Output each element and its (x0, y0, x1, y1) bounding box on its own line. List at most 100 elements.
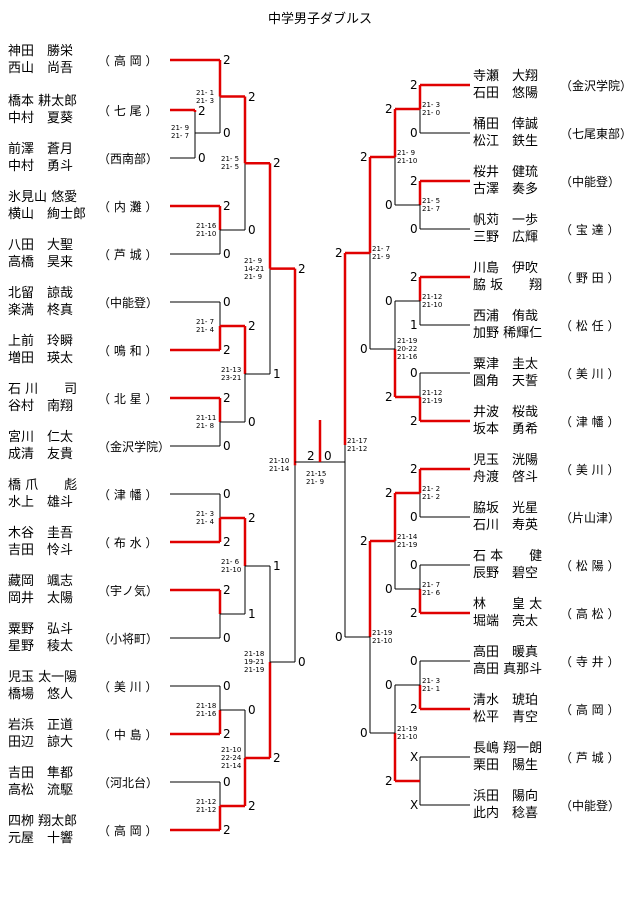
player-name: 堀端 亮太 (473, 614, 539, 629)
player-name: 坂本 勇希 (473, 422, 539, 437)
match-result: 2 (223, 53, 231, 67)
game-scores: 21- 9 21-10 (397, 149, 418, 165)
game-scores: 21- 5 21- 7 (422, 197, 441, 213)
page-title: 中学男子ダブルス (267, 12, 372, 27)
match-result: 2 (248, 89, 256, 104)
game-scores: 21-12 21-12 (196, 798, 217, 814)
player-name: 橋場 悠人 (8, 687, 74, 702)
player-name: 加野 稀輝仁 (473, 326, 543, 341)
school-name: （中能登） (98, 296, 159, 310)
school-name: （金沢学院） (560, 79, 633, 93)
player-name: 四栁 翔太郎 (8, 814, 78, 829)
school-name: （ 高 岡 ） (98, 54, 158, 68)
match-result: 0 (223, 439, 231, 453)
match-result: 0 (248, 415, 256, 429)
school-name: （ 美 川 ） (98, 680, 158, 694)
match-result: 2 (273, 156, 281, 171)
match-result: 0 (335, 630, 343, 644)
player-name: 辰野 碧空 (473, 566, 539, 581)
game-scores: 21-12 21-10 (422, 293, 443, 309)
player-name: 石田 悠陽 (473, 86, 539, 101)
game-scores: 21-17 21-12 (347, 437, 368, 453)
match-result: 0 (385, 678, 393, 692)
match-result: 0 (223, 247, 231, 261)
match-result: 2 (223, 199, 231, 213)
match-result: 2 (410, 462, 418, 476)
match-result: 0 (223, 126, 231, 140)
match-result: 2 (385, 774, 393, 788)
match-result: 2 (410, 174, 418, 188)
school-name: （ 宝 達 ） (560, 223, 620, 237)
player-name: 谷村 南翔 (8, 399, 74, 414)
game-scores: 21-19 21-10 (397, 725, 418, 741)
game-scores: 21- 7 21- 9 (372, 245, 391, 261)
school-name: （片山津） (560, 511, 621, 525)
match-result: 0 (360, 342, 368, 356)
school-name: （中能登） (560, 799, 621, 813)
school-name: （ 津 幡 ） (560, 415, 620, 429)
school-name: （ 松 陽 ） (560, 559, 620, 573)
school-name: （ 北 星 ） (98, 392, 158, 406)
game-scores: 21- 7 21- 4 (196, 318, 215, 334)
match-result: 2 (248, 319, 256, 333)
match-result: 2 (360, 534, 368, 548)
school-name: （ 七 尾 ） (98, 104, 158, 118)
player-name: 藏岡 颯志 (8, 574, 74, 589)
school-name: （ 野 田 ） (560, 271, 620, 285)
match-result: 0 (223, 679, 231, 693)
match-result: 2 (223, 535, 231, 549)
player-name: 粟野 弘斗 (8, 622, 74, 637)
match-result: X (410, 798, 419, 812)
player-name: 石 川 司 (8, 382, 78, 397)
player-name: 清水 琥珀 (473, 693, 539, 708)
player-name: 高田 暖真 (473, 645, 539, 660)
game-scores: 21- 6 21-10 (221, 558, 242, 574)
school-name: （ 高 岡 ） (560, 703, 620, 717)
match-result: 2 (248, 511, 256, 525)
player-name: 上前 玲瞬 (8, 334, 74, 349)
match-result: 0 (410, 126, 418, 140)
player-name: 栗田 陽生 (473, 758, 539, 773)
school-name: （ 内 灘 ） (98, 200, 158, 214)
player-name: 宮川 仁太 (8, 430, 74, 445)
school-name: （ 松 任 ） (560, 319, 620, 333)
school-name: （ 津 幡 ） (98, 488, 158, 502)
player-name: 圓角 天誓 (473, 374, 539, 389)
player-name: 川島 伊吹 (473, 261, 539, 276)
match-result: 0 (385, 582, 393, 596)
game-scores: 21-18 21-16 (196, 702, 217, 718)
school-name: （ 布 水 ） (98, 536, 158, 550)
game-scores: 21-12 21-19 (422, 389, 443, 405)
player-name: 岩浜 正道 (8, 718, 74, 733)
player-name: 桜井 健琉 (473, 165, 539, 180)
player-name: 脇坂 光星 (473, 501, 539, 516)
school-name: （宇ノ気） (98, 584, 159, 598)
match-result: 1 (273, 367, 281, 381)
player-name: 児玉 太一陽 (8, 670, 78, 685)
game-scores: 21-15 21- 9 (306, 470, 327, 486)
player-name: 古澤 奏多 (473, 182, 539, 197)
game-scores: 21-10 22-24 21-14 (221, 746, 242, 770)
game-scores: 21-19 21-10 (372, 629, 393, 645)
match-result: 2 (385, 390, 393, 404)
match-result: 0 (410, 366, 418, 380)
player-name: 寺瀬 大翔 (473, 69, 539, 84)
match-result: 2 (223, 823, 231, 837)
match-result: 0 (248, 703, 256, 717)
school-name: （河北台） (98, 776, 159, 790)
match-result: 2 (335, 246, 343, 260)
player-name: 舟渡 啓斗 (473, 470, 539, 485)
match-result: 0 (223, 295, 231, 309)
match-result: 1 (248, 607, 256, 621)
school-name: （ 芦 城 ） (560, 751, 620, 765)
player-name: 此内 稔喜 (473, 806, 539, 821)
school-name: （中能登） (560, 175, 621, 189)
match-result: 2 (410, 606, 418, 620)
match-result: 2 (298, 261, 306, 276)
game-scores: 21- 1 21- 3 (196, 88, 215, 105)
school-name: （ 美 川 ） (560, 367, 620, 381)
player-name: 北留 諒哉 (8, 286, 74, 301)
match-result: X (410, 750, 419, 764)
match-result: 0 (410, 654, 418, 668)
player-name: 木谷 圭吾 (8, 526, 74, 541)
